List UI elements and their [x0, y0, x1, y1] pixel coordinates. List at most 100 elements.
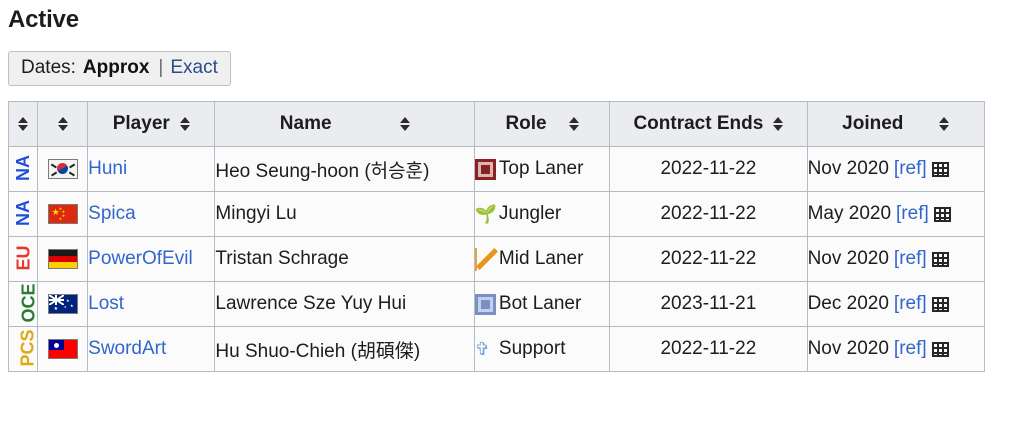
- germany-flag: [47, 248, 78, 269]
- reference-link[interactable]: [ref]: [893, 248, 927, 269]
- cut-off-text-row: [8, 443, 1008, 447]
- reference-link[interactable]: [ref]: [893, 158, 927, 179]
- roster-page: Active Dates: Approx | Exact: [0, 6, 1024, 372]
- roster-table-wrapper: Player Name Role: [7, 101, 1024, 372]
- roster-table: Player Name Role: [7, 101, 986, 372]
- sort-arrows-icon[interactable]: [773, 117, 784, 131]
- column-header-player[interactable]: Player: [87, 101, 216, 147]
- player-real-name: Hu Shuo-Chieh (胡碩傑): [214, 326, 475, 372]
- table-row: NA Huni Heo Seung-hoon (허승훈) Top Laner 2022-…: [7, 146, 986, 192]
- reference-link[interactable]: [ref]: [893, 293, 927, 314]
- player-cell: Lost: [87, 281, 216, 327]
- joined-cell: May 2020[ref]: [806, 191, 986, 237]
- column-header-region[interactable]: [7, 101, 39, 147]
- column-header-contract-ends[interactable]: Contract Ends: [609, 101, 808, 147]
- australia-flag: ★★★★: [47, 293, 78, 314]
- role-label: Top Laner: [498, 158, 584, 179]
- joined-date: Nov 2020: [807, 338, 889, 359]
- player-link[interactable]: PowerOfEvil: [88, 248, 193, 269]
- region-label: PCS: [17, 329, 38, 367]
- contract-ends-cell: 2022-11-22: [609, 326, 808, 372]
- sort-arrows-icon[interactable]: [179, 117, 190, 131]
- role-cell: Mid Laner: [473, 236, 611, 282]
- region-label: NA: [13, 200, 34, 226]
- region-label: OCE: [18, 283, 39, 323]
- region-cell: NA: [7, 191, 39, 237]
- player-cell: PowerOfEvil: [87, 236, 216, 282]
- player-link[interactable]: SwordArt: [88, 338, 167, 359]
- region-cell: EU: [7, 236, 39, 282]
- table-grid-icon[interactable]: [931, 251, 949, 267]
- jungler-icon: 🌱: [474, 203, 498, 224]
- player-cell: Spica: [87, 191, 216, 237]
- player-cell: SwordArt: [87, 326, 216, 372]
- contract-ends-cell: 2022-11-22: [609, 236, 808, 282]
- dates-approx-option[interactable]: Approx: [82, 57, 150, 78]
- table-grid-icon[interactable]: [933, 206, 951, 222]
- support-icon: ✞: [474, 338, 491, 359]
- table-grid-icon[interactable]: [931, 161, 949, 177]
- reference-link[interactable]: [ref]: [896, 203, 929, 224]
- column-header-flag[interactable]: [37, 101, 89, 147]
- player-link[interactable]: Huni: [88, 158, 128, 179]
- table-body: NA Huni Heo Seung-hoon (허승훈) Top Laner 2022-…: [7, 146, 986, 372]
- role-label: Jungler: [498, 203, 562, 224]
- flag-cell: ★★★★★: [37, 191, 89, 237]
- table-grid-icon[interactable]: [931, 341, 949, 357]
- column-header-name[interactable]: Name: [214, 101, 475, 147]
- table-header-row: Player Name Role: [7, 101, 986, 147]
- sort-arrows-icon[interactable]: [399, 117, 410, 131]
- sort-arrows-icon[interactable]: [18, 117, 29, 131]
- table-header: Player Name Role: [7, 101, 986, 147]
- flag-cell: [37, 236, 89, 282]
- region-label: NA: [13, 155, 34, 181]
- role-label: Support: [498, 338, 566, 359]
- region-cell: NA: [7, 146, 39, 192]
- role-cell: Bot Laner: [473, 281, 611, 327]
- role-label: Mid Laner: [498, 248, 584, 269]
- table-grid-icon[interactable]: [931, 296, 949, 312]
- joined-date: May 2020: [807, 203, 892, 224]
- china-flag: ★★★★★: [47, 203, 78, 224]
- reference-link[interactable]: [ref]: [893, 338, 927, 359]
- dates-toggle[interactable]: Dates: Approx | Exact: [8, 51, 231, 86]
- sort-arrows-icon[interactable]: [939, 117, 950, 131]
- column-header-joined-label: Joined: [842, 113, 904, 134]
- sort-arrows-icon[interactable]: [57, 117, 68, 131]
- region-label: EU: [13, 245, 34, 271]
- player-link[interactable]: Lost: [88, 293, 125, 314]
- joined-cell: Dec 2020[ref]: [806, 281, 986, 327]
- role-cell: 🌱Jungler: [473, 191, 611, 237]
- taiwan-flag: [47, 338, 78, 359]
- player-link[interactable]: Spica: [88, 203, 136, 224]
- column-header-name-label: Name: [279, 113, 332, 134]
- dates-separator: |: [158, 57, 164, 78]
- joined-date: Dec 2020: [807, 293, 889, 314]
- top-laner-icon: [474, 158, 496, 180]
- player-real-name: Mingyi Lu: [214, 191, 475, 237]
- joined-date: Nov 2020: [807, 248, 889, 269]
- dates-label: Dates:: [21, 57, 76, 78]
- role-label: Bot Laner: [498, 293, 582, 314]
- south-korea-flag: [47, 158, 78, 179]
- player-real-name: Tristan Schrage: [214, 236, 475, 282]
- column-header-joined[interactable]: Joined: [806, 101, 986, 147]
- joined-cell: Nov 2020[ref]: [806, 326, 986, 372]
- player-real-name: Heo Seung-hoon (허승훈): [214, 146, 475, 192]
- dates-exact-option[interactable]: Exact: [170, 57, 218, 78]
- page-title: Active: [8, 6, 79, 33]
- column-header-role[interactable]: Role: [473, 101, 611, 147]
- joined-cell: Nov 2020[ref]: [806, 236, 986, 282]
- mid-laner-icon: [474, 247, 496, 271]
- joined-cell: Nov 2020[ref]: [806, 146, 986, 192]
- role-cell: Top Laner: [473, 146, 611, 192]
- column-header-contract-ends-label: Contract Ends: [633, 113, 764, 134]
- table-row: EU PowerOfEvil Tristan Schrage Mid Laner 202…: [7, 236, 986, 282]
- contract-ends-cell: 2022-11-22: [609, 146, 808, 192]
- role-cell: ✞ Support: [473, 326, 611, 372]
- sort-arrows-icon[interactable]: [568, 117, 579, 131]
- table-row: PCS SwordArt Hu Shuo-Chieh (胡碩傑)✞ Support 20…: [7, 326, 986, 372]
- player-cell: Huni: [87, 146, 216, 192]
